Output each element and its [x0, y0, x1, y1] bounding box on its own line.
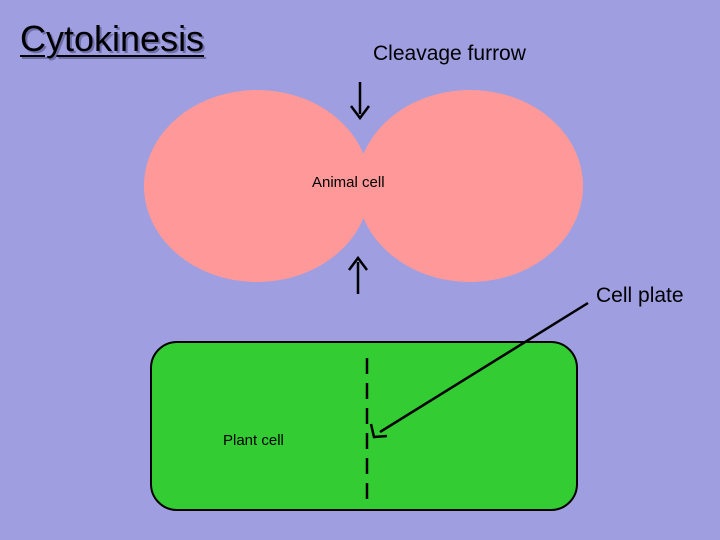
- cleavage-furrow-label: Cleavage furrow: [373, 42, 526, 65]
- cell-plate-pointer-arrow: [369, 301, 589, 439]
- cell-plate-label: Cell plate: [596, 284, 684, 307]
- animal-cell-shape: [144, 90, 583, 282]
- slide-title: Cytokinesis: [20, 18, 205, 59]
- cleavage-furrow-arrow-top: [350, 82, 370, 121]
- animal-cell-left-lobe: [144, 90, 370, 282]
- animal-cell-right-lobe: [357, 90, 583, 282]
- animal-cell-label: Animal cell: [312, 174, 385, 191]
- cleavage-furrow-arrow-bottom: [348, 255, 368, 294]
- plant-cell-shape: [150, 341, 578, 511]
- plant-cell-label: Plant cell: [223, 432, 284, 449]
